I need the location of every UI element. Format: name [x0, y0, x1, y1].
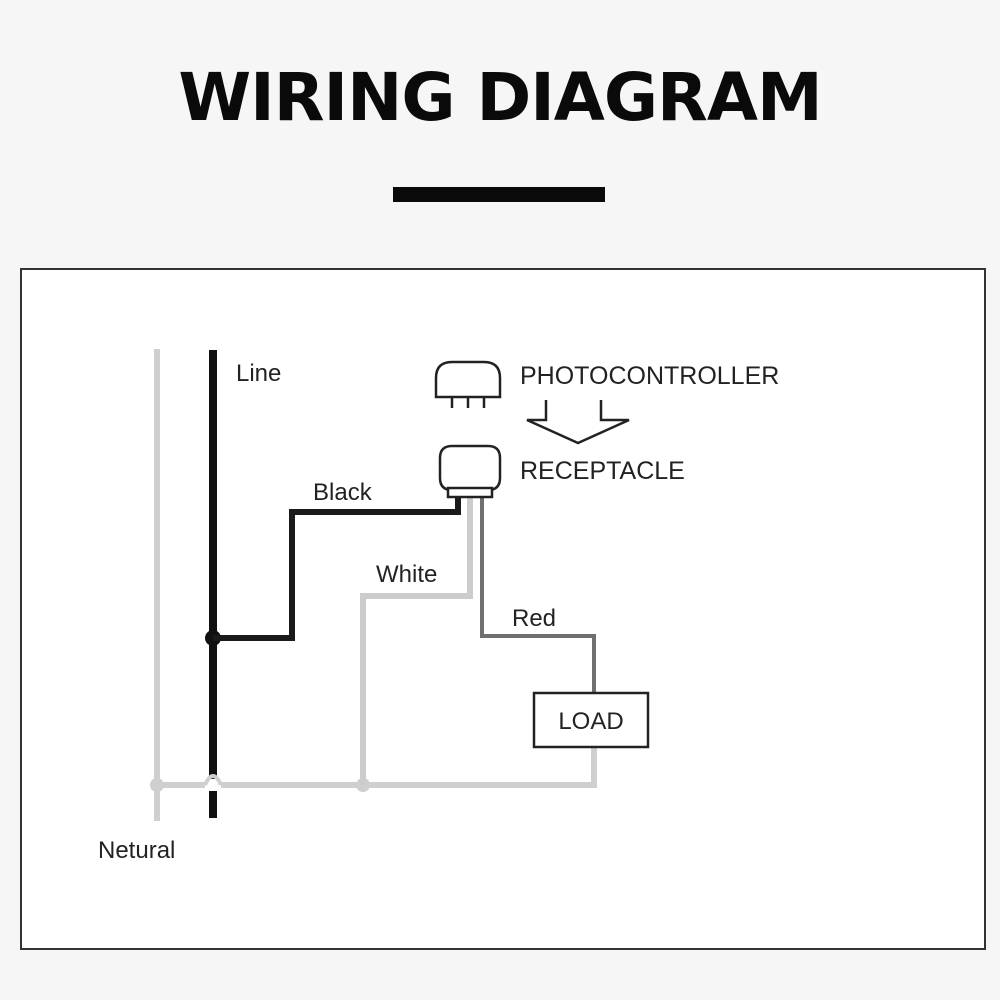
- down-arrow-icon: [526, 400, 630, 445]
- diagram-panel: [20, 268, 986, 950]
- photocontroller-icon: [434, 360, 502, 408]
- receptacle-label: RECEPTACLE: [520, 457, 685, 485]
- black-label: Black: [313, 479, 373, 506]
- load-label: LOAD: [558, 708, 623, 735]
- page-title: WIRING DIAGRAM: [178, 59, 822, 136]
- photocontroller-label: PHOTOCONTROLLER: [520, 362, 779, 390]
- white-label: White: [376, 561, 437, 588]
- load-box: [532, 691, 650, 749]
- black-wire: [213, 495, 461, 641]
- red-label: Red: [512, 605, 556, 632]
- crossing-gap: [205, 779, 221, 791]
- red-wire: [480, 497, 596, 693]
- crossing-hop: [203, 774, 223, 786]
- neutral-wire: [154, 349, 597, 821]
- title-underline: [393, 187, 605, 202]
- receptacle-icon: [438, 444, 502, 499]
- neutral-junction-dot: [150, 778, 164, 792]
- white-wire: [360, 497, 473, 785]
- line-label: Line: [236, 360, 281, 387]
- neutral-label: Netural: [98, 837, 175, 864]
